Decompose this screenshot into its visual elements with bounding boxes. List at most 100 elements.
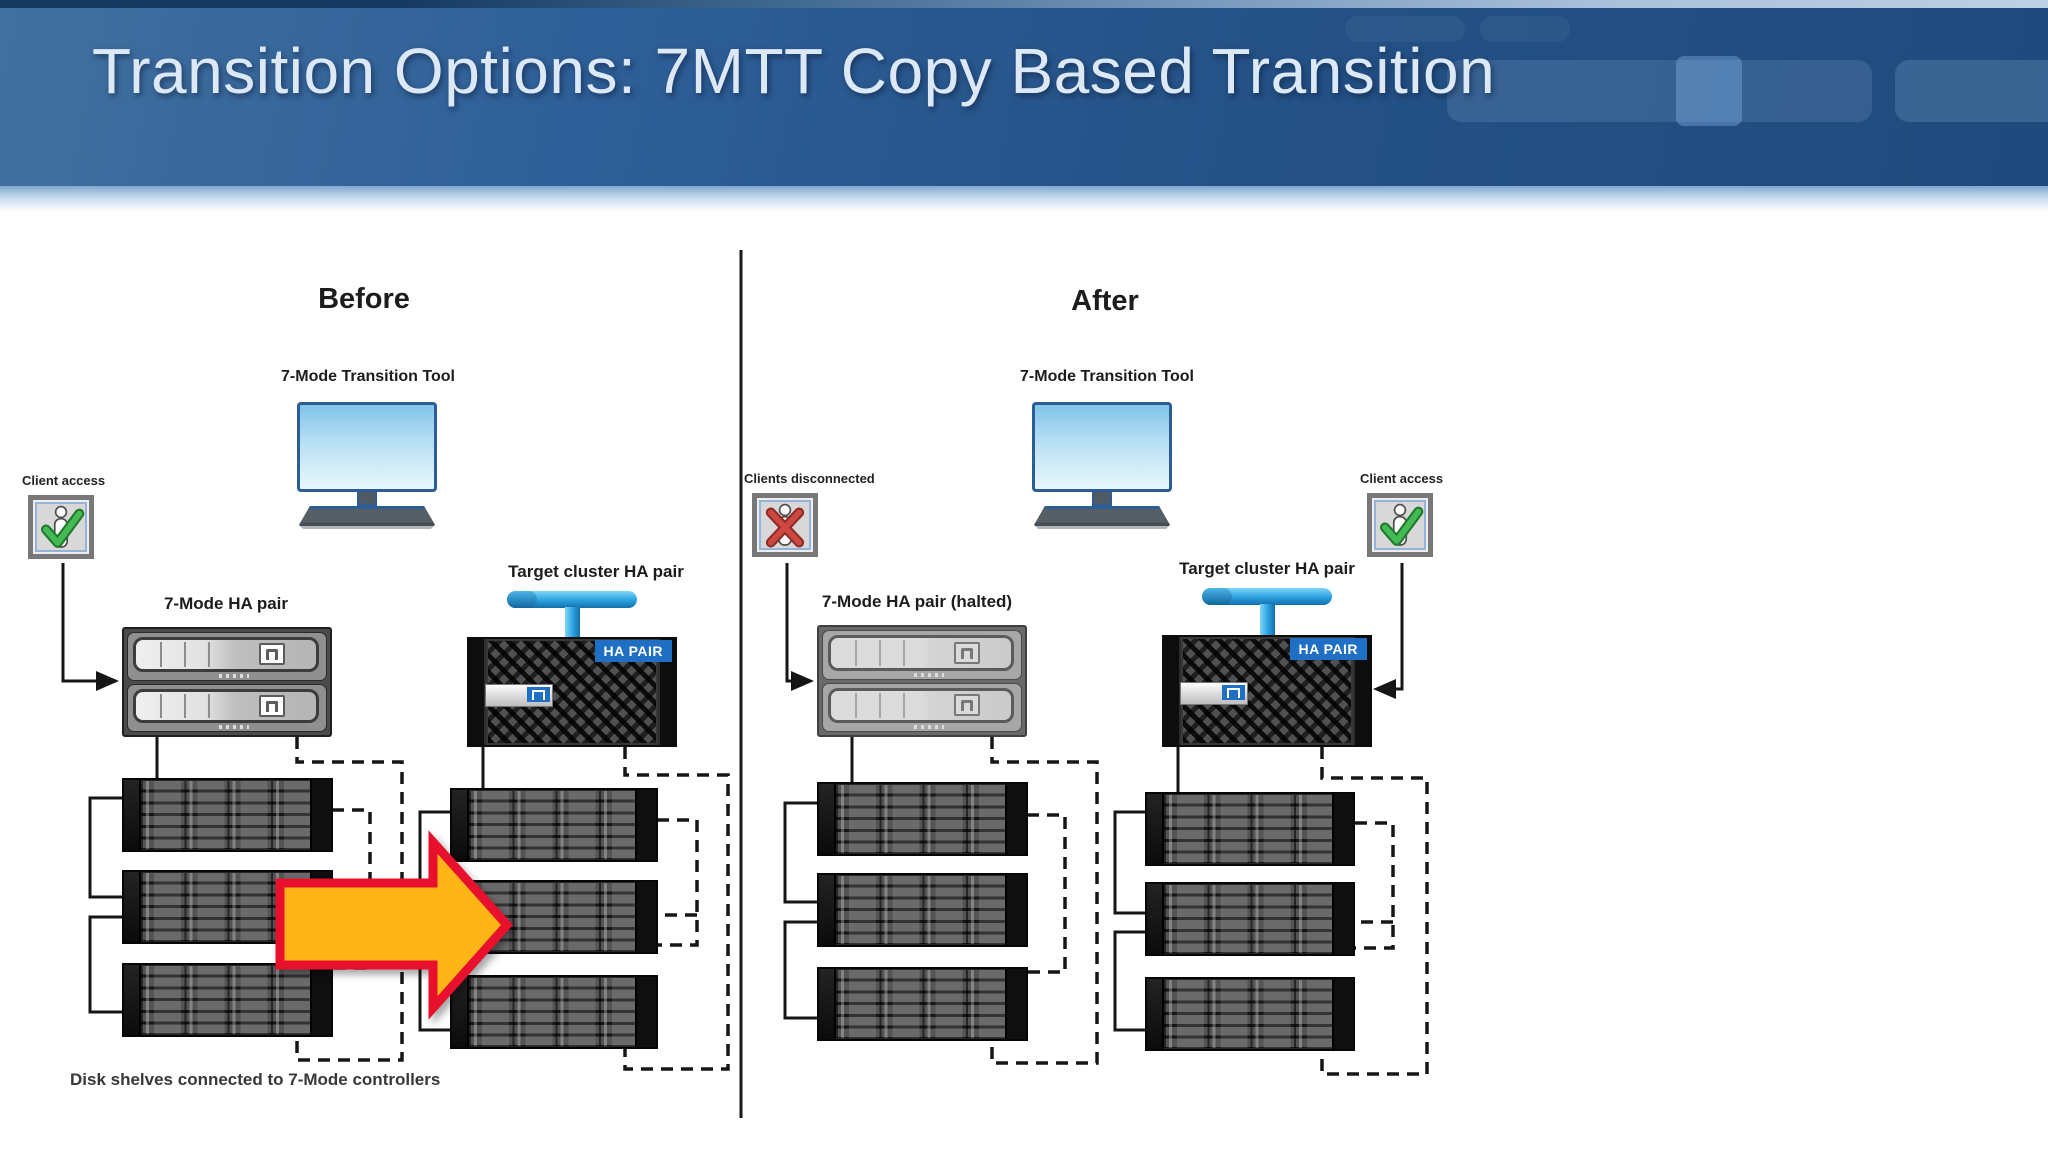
ha-pair-badge: HA PAIR [1289, 638, 1367, 660]
controller-dots [914, 672, 945, 677]
shelf-right-cap [635, 790, 656, 860]
banner-decor-tab [1345, 16, 1465, 42]
controller-dots [219, 725, 250, 729]
netapp-logo-icon [527, 687, 550, 702]
before-dashed-inner-right [657, 818, 699, 947]
before-monitor-neck [357, 492, 377, 506]
controller-unit [822, 630, 1022, 680]
controller-faceplate [828, 635, 1014, 671]
after-client-access-label: Client access [1360, 471, 1444, 486]
after-left-bracket-1 [783, 801, 818, 904]
controller-slats [833, 640, 909, 666]
disk-shelf [1145, 882, 1355, 956]
shelf-right-cap [1005, 875, 1026, 945]
controller-unit [127, 632, 327, 681]
shelf-drives [1164, 795, 1332, 863]
cluster-right-rail [658, 639, 675, 745]
after-monitor-neck [1092, 492, 1112, 506]
clients-disconnected-label: Clients disconnected [744, 471, 875, 486]
shelf-right-cap [310, 965, 331, 1035]
shelf-drives [1164, 885, 1332, 953]
shelf-right-cap [310, 780, 331, 850]
before-client-wire [61, 563, 96, 683]
before-left-bracket-1 [88, 796, 123, 899]
shelf-right-cap [1005, 969, 1026, 1039]
shelf-left-cap [452, 977, 469, 1047]
client-access-check-icon [28, 495, 94, 559]
banner-decor-pill [1895, 60, 2048, 122]
before-cluster-interconnect-stem [565, 607, 580, 638]
controller-dots [914, 725, 945, 729]
dashed-wires [295, 737, 1429, 1076]
after-client-wire [785, 563, 791, 683]
controller-dots [219, 673, 250, 678]
after-left-bracket-2 [783, 920, 818, 1020]
shelf-drives [1164, 980, 1332, 1048]
disk-shelf [450, 788, 658, 862]
after-cluster-interconnect-bar [1202, 588, 1332, 605]
shelf-right-cap [1332, 794, 1353, 864]
shelf-left-cap [124, 780, 141, 850]
after-dashed-inner-right [1355, 821, 1395, 950]
disk-shelf [1145, 977, 1355, 1051]
before-cluster-interconnect-bar [507, 591, 637, 608]
after-ha-pair-halted-label: 7-Mode HA pair (halted) [821, 592, 1013, 611]
after-right-bracket-1 [1113, 810, 1146, 915]
after-target-cluster-label: Target cluster HA pair [1179, 559, 1355, 578]
after-dashed-outer-right [1320, 747, 1429, 1076]
shelf-left-cap [819, 875, 836, 945]
netapp-logo-icon [259, 643, 286, 666]
before-monitor-icon [297, 402, 437, 492]
disk-shelf [122, 963, 333, 1037]
after-monitor-base [1034, 506, 1170, 529]
arrowheads [96, 671, 1396, 699]
shelf-drives [469, 978, 635, 1046]
netapp-logo-icon [259, 694, 286, 717]
controller-slats [138, 693, 214, 718]
before-transition-tool-label: 7-Mode Transition Tool [281, 368, 455, 385]
after-cluster-arrowhead [1373, 679, 1396, 699]
client-access-check-icon [1367, 493, 1433, 557]
disk-shelf [817, 873, 1028, 947]
banner-decor-tab [1480, 16, 1570, 42]
shelf-right-cap [1332, 884, 1353, 954]
after-right-bracket-2 [1113, 930, 1146, 1032]
clients-disconnected-x-icon [752, 493, 818, 557]
before-client-access-label: Client access [22, 473, 106, 488]
after-target-cluster-chassis: HA PAIR [1162, 635, 1372, 747]
shelf-left-cap [124, 872, 141, 942]
shelf-drives [469, 791, 635, 859]
before-caption: Disk shelves connected to 7-Mode control… [70, 1070, 441, 1089]
shelf-right-cap [635, 882, 656, 952]
shelf-left-cap [819, 969, 836, 1039]
disk-shelf [122, 778, 333, 852]
shelf-left-cap [1147, 794, 1164, 864]
before-client-arrowhead [96, 671, 119, 691]
banner-bottom-fade [0, 186, 2048, 212]
netapp-logo-icon [1222, 685, 1245, 700]
shelf-drives [141, 781, 310, 849]
banner-decor-pill [1447, 60, 1872, 122]
after-ha-pair-controller-halted [817, 625, 1027, 737]
top-edge-strip [0, 0, 2048, 8]
shelf-left-cap [1147, 884, 1164, 954]
cluster-bezel-slot [485, 684, 553, 707]
controller-faceplate [133, 688, 319, 723]
cluster-right-rail [1353, 637, 1370, 745]
after-dashed-inner-left [1022, 813, 1067, 974]
disk-shelf [450, 975, 658, 1049]
controller-unit [127, 683, 327, 732]
before-dashed-outer-left [295, 737, 404, 1062]
person-check-glyph [41, 505, 85, 548]
controller-unit [822, 682, 1022, 732]
after-dashed-outer-left [990, 737, 1099, 1065]
after-client-cluster-wire [1396, 563, 1404, 691]
controller-slats [833, 692, 909, 718]
after-monitor-icon [1032, 402, 1172, 492]
before-dashed-outer-right [623, 747, 730, 1071]
cluster-left-rail [469, 639, 486, 745]
disk-shelf [1145, 792, 1355, 866]
before-heading: Before [318, 283, 410, 315]
